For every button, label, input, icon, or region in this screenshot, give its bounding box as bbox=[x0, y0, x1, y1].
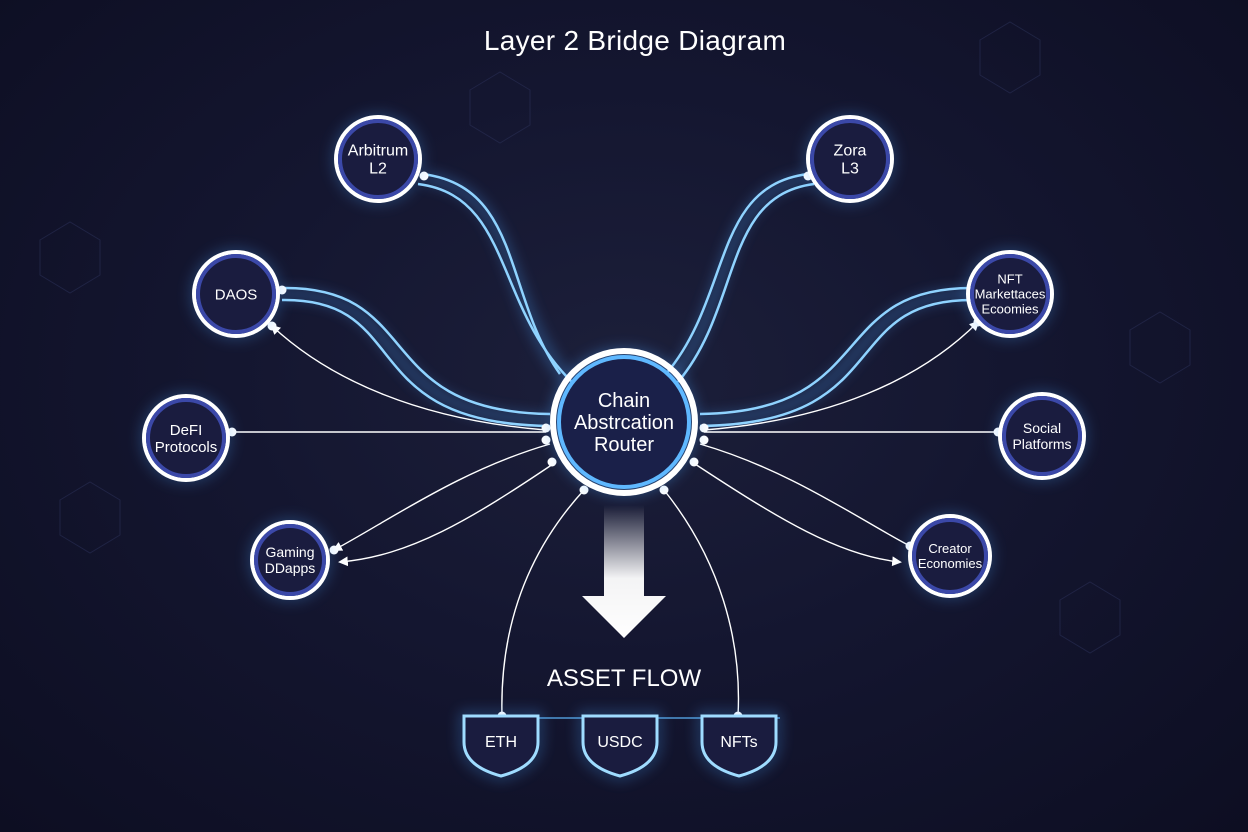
node-outer-ring bbox=[142, 394, 230, 482]
line-to-nfts bbox=[663, 489, 740, 717]
asset-label: NFTs bbox=[720, 734, 757, 751]
node-daos-label-1: DAOS bbox=[215, 286, 258, 303]
node-inner-ring bbox=[254, 524, 326, 596]
node-inner-ring bbox=[196, 254, 276, 334]
hub-label-line-3: Router bbox=[594, 434, 654, 456]
asset-shield bbox=[462, 714, 540, 778]
connector-arbitrum bbox=[417, 172, 573, 383]
assets-layer: ETH USDC NFTs bbox=[460, 712, 780, 781]
thin-connectors bbox=[232, 320, 998, 717]
node-outer-ring bbox=[998, 392, 1086, 480]
hub-label-line-1: Chain bbox=[598, 390, 650, 412]
diagram-title: Layer 2 Bridge Diagram bbox=[484, 25, 786, 56]
node-daos[interactable]: DAOS bbox=[190, 248, 282, 340]
node-outer-ring bbox=[908, 514, 992, 598]
node-outer-ring bbox=[334, 115, 422, 203]
line-to-creator-upper bbox=[699, 443, 911, 547]
node-social-label-1: Social bbox=[1023, 420, 1061, 436]
node-defi-label-1: DeFI bbox=[170, 422, 203, 439]
node-outer-ring bbox=[250, 520, 330, 600]
arrow-to-creator-lower bbox=[691, 461, 902, 567]
node-defi-label-2: Protocols bbox=[155, 439, 218, 456]
node-inner-ring bbox=[970, 254, 1050, 334]
asset-shield bbox=[581, 714, 659, 778]
node-nft-label-3: Ecoomies bbox=[981, 302, 1039, 317]
connector-zora bbox=[665, 172, 815, 383]
node-nft-label-2: Markettaces bbox=[975, 287, 1046, 302]
arrow-to-gaming-upper bbox=[332, 443, 551, 551]
node-arbitrum-label-1: Arbitrum bbox=[348, 143, 408, 160]
node-gaming-label-2: DDapps bbox=[265, 560, 316, 576]
node-arbitrum-label-2: L2 bbox=[369, 161, 387, 178]
arrow-to-daos bbox=[270, 324, 547, 431]
asset-nfts[interactable]: NFTs bbox=[698, 712, 780, 781]
hub-label-line-2: Abstrcation bbox=[574, 412, 674, 434]
node-gaming-label-1: Gaming bbox=[265, 544, 314, 560]
asset-flow-arrow bbox=[582, 505, 666, 638]
node-inner-ring bbox=[912, 518, 988, 594]
asset-label: USDC bbox=[597, 734, 642, 751]
node-outer-ring bbox=[192, 250, 280, 338]
node-creator-label-1: Creator bbox=[928, 541, 972, 556]
line-to-eth bbox=[501, 489, 585, 717]
asset-usdc[interactable]: USDC bbox=[579, 712, 661, 781]
node-inner-ring bbox=[810, 119, 890, 199]
node-outer-ring bbox=[966, 250, 1054, 338]
node-inner-ring bbox=[1002, 396, 1082, 476]
hub-chain-abstraction-router[interactable]: Chain Abstrcation Router bbox=[550, 348, 698, 496]
glow-connectors bbox=[281, 172, 976, 428]
node-social-label-2: Platforms bbox=[1012, 436, 1071, 452]
node-zora-label-1: Zora bbox=[834, 143, 867, 160]
node-outer-ring bbox=[806, 115, 894, 203]
connector-daos bbox=[281, 286, 551, 428]
background-pattern bbox=[39, 21, 1191, 654]
node-nft-label-1: NFT bbox=[997, 272, 1022, 287]
asset-eth[interactable]: ETH bbox=[460, 712, 542, 781]
connector-nft bbox=[699, 286, 976, 428]
arrow-to-nft bbox=[703, 320, 980, 431]
asset-flow-label: ASSET FLOW bbox=[547, 665, 702, 692]
node-creator-label-2: Economies bbox=[918, 556, 983, 571]
asset-shield bbox=[700, 714, 778, 778]
asset-label: ETH bbox=[485, 734, 517, 751]
node-zora-label-2: L3 bbox=[841, 161, 859, 178]
node-inner-ring bbox=[338, 119, 418, 199]
node-inner-ring bbox=[146, 398, 226, 478]
arrow-to-gaming-lower bbox=[338, 461, 557, 567]
